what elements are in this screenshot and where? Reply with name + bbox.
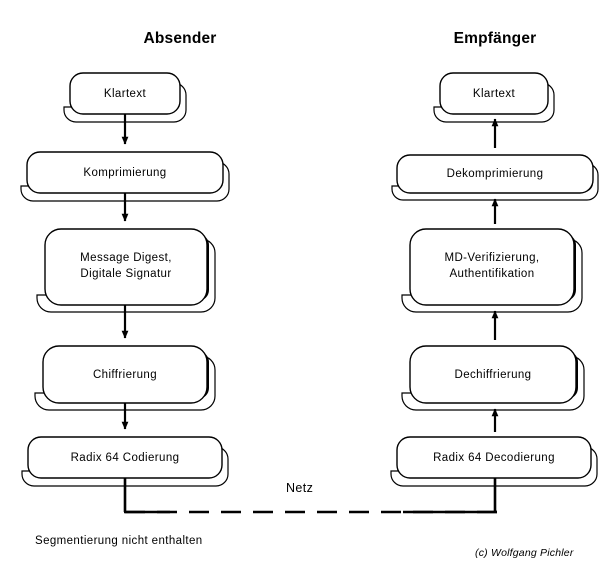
node-sender-klartext[interactable] xyxy=(70,73,180,114)
node-shape-sender-radix64-codierung xyxy=(21,436,229,487)
node-shape-sender-message-digest xyxy=(36,228,216,313)
node-receiver-radix64-decodierung[interactable] xyxy=(397,437,591,478)
node-receiver-dechiffrierung[interactable] xyxy=(410,346,576,403)
column-title-receiver: Empfänger xyxy=(453,30,537,47)
node-shape-sender-klartext xyxy=(63,72,187,123)
node-receiver-md-verifizierung[interactable] xyxy=(410,229,574,305)
node-shape-receiver-dechiffrierung xyxy=(401,345,585,411)
node-sender-message-digest[interactable] xyxy=(45,229,207,305)
node-sender-chiffrierung[interactable] xyxy=(43,346,207,403)
node-receiver-dekomprimierung[interactable] xyxy=(397,155,593,193)
node-shape-receiver-klartext xyxy=(433,72,555,123)
network-label: Netz xyxy=(286,481,314,495)
node-shape-sender-chiffrierung xyxy=(34,345,216,411)
column-title-sender: Absender xyxy=(143,30,217,47)
node-receiver-klartext[interactable] xyxy=(440,73,548,114)
node-shape-receiver-radix64-decodierung xyxy=(390,436,598,487)
node-sender-komprimierung[interactable] xyxy=(27,152,223,193)
node-sender-radix64-codierung[interactable] xyxy=(28,437,222,478)
footnote-text: Segmentierung nicht enthalten xyxy=(35,535,203,547)
node-shape-receiver-md-verifizierung xyxy=(401,228,583,313)
node-shape-receiver-dekomprimierung xyxy=(391,154,599,201)
credit-text: (c) Wolfgang Pichler xyxy=(475,547,574,559)
